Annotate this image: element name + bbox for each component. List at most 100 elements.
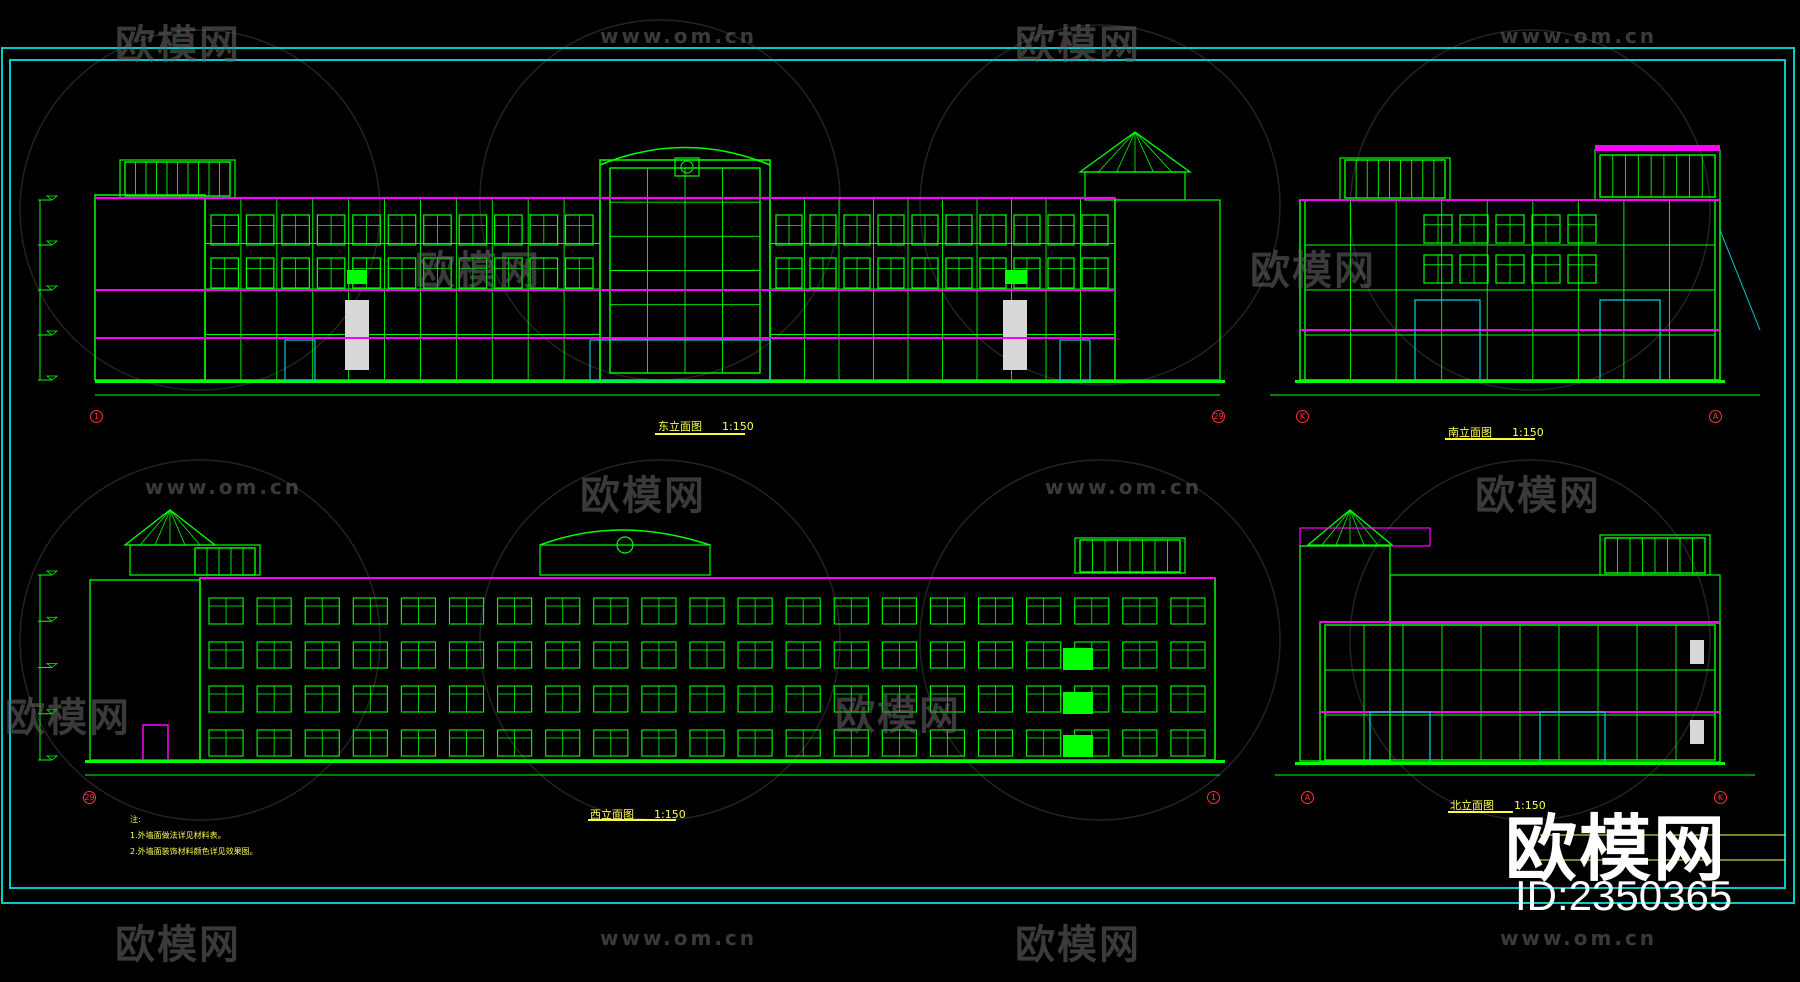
pyramid-roof	[1098, 131, 1136, 173]
axis-marker: 29	[83, 791, 96, 804]
glass-entrance	[1539, 711, 1606, 763]
panel	[1063, 692, 1093, 714]
watermark-url: www.om.cn	[600, 24, 758, 48]
level-mark	[45, 616, 59, 622]
level-mark	[45, 240, 59, 246]
side-block	[1114, 199, 1221, 381]
note-item: 1.外墙面做法详见材料表。	[130, 831, 226, 840]
level-mark	[45, 285, 59, 291]
title-underline	[1448, 811, 1513, 813]
roof-cap	[1595, 145, 1720, 151]
axis-marker: A	[1301, 791, 1314, 804]
pyramid-roof	[154, 509, 171, 546]
pyramid-roof	[124, 509, 171, 546]
pyramid-roof	[1079, 131, 1136, 173]
panel	[347, 270, 367, 284]
ground-line	[1295, 380, 1725, 383]
ground-line	[85, 760, 1225, 763]
axis-marker: 29	[1212, 410, 1225, 423]
watermark-ring	[919, 459, 1281, 821]
glass-entrance	[589, 339, 771, 381]
glass-door	[284, 339, 316, 381]
watermark-ring	[1349, 29, 1711, 391]
pyramid-roof	[1116, 131, 1136, 173]
model-id: ID:2350365	[1515, 872, 1733, 919]
glass-door	[1059, 339, 1091, 381]
axis-marker: 1	[90, 410, 103, 423]
canopy	[1719, 229, 1761, 331]
roof-parapet	[539, 544, 711, 576]
axis-marker: 1	[1207, 791, 1220, 804]
clock	[616, 536, 634, 554]
roof-pavilion	[1074, 537, 1186, 574]
roof-louver	[1344, 159, 1446, 199]
panel	[1005, 270, 1027, 284]
pyramid-roof	[1134, 131, 1172, 173]
panel	[1063, 735, 1093, 757]
stair-block	[94, 194, 206, 381]
watermark-logo: 欧模网	[1015, 22, 1141, 68]
watermark-logo: 欧模网	[415, 248, 541, 294]
door	[142, 724, 169, 761]
level-mark	[45, 663, 59, 669]
watermark-logo: 欧模网	[115, 922, 241, 968]
watermark-logo: 欧模网	[1250, 248, 1376, 294]
panel	[1690, 640, 1704, 664]
notes-heading: 注:	[130, 815, 141, 824]
watermark-logo: 欧模网	[835, 693, 961, 739]
roof-pavilion	[1594, 149, 1721, 201]
upper-floor	[1389, 574, 1721, 624]
roof-louver	[194, 547, 256, 576]
pyramid-roof	[169, 509, 201, 546]
level-mark	[45, 375, 59, 381]
watermark-logo: 欧模网	[115, 22, 241, 68]
watermark-url: www.om.cn	[145, 475, 303, 499]
drawing-notes: 注: 1.外墙面做法详见材料表。 2.外墙面装饰材料颜色详见效果图。	[130, 812, 258, 860]
title-underline	[1445, 438, 1535, 440]
arched-roof	[539, 529, 711, 546]
ground-line	[1295, 762, 1725, 765]
clock	[680, 160, 694, 174]
glass-entrance	[1599, 299, 1661, 381]
pyramid-roof	[1134, 131, 1191, 173]
sheet-border	[1, 47, 1795, 904]
roof-louver	[1599, 154, 1716, 198]
level-mark	[45, 195, 59, 201]
roof-band	[1299, 527, 1431, 547]
axis-marker: K	[1296, 410, 1309, 423]
note-item: 2.外墙面装饰材料颜色详见效果图。	[130, 847, 258, 856]
axis-marker: A	[1709, 410, 1722, 423]
stair-tower	[1299, 545, 1391, 762]
axis-marker: K	[1714, 791, 1727, 804]
level-mark	[45, 570, 59, 576]
watermark-logo: 欧模网	[1475, 473, 1601, 519]
panel	[1003, 300, 1027, 370]
watermark-url: www.om.cn	[600, 926, 758, 950]
watermark-url: www.om.cn	[1045, 475, 1203, 499]
watermark-ring	[919, 24, 1281, 386]
level-mark	[45, 709, 59, 715]
clock	[674, 157, 700, 177]
glass-entrance	[1414, 299, 1481, 381]
watermark-ring	[1349, 459, 1711, 821]
pavilion	[1084, 171, 1186, 201]
title-underline	[655, 433, 745, 435]
panel	[1690, 720, 1704, 744]
watermark-url: www.om.cn	[1500, 24, 1658, 48]
pyramid-roof	[139, 509, 171, 546]
watermark-logo: 欧模网	[5, 695, 131, 741]
watermark-logo: 欧模网	[1015, 922, 1141, 968]
arched-roof	[599, 146, 771, 166]
panel	[345, 300, 369, 370]
watermark-url: www.om.cn	[1500, 926, 1658, 950]
brand-logo: 欧模网	[1505, 807, 1728, 891]
ground-line	[95, 380, 1225, 383]
level-mark	[45, 755, 59, 761]
watermark-ring	[479, 19, 841, 381]
watermark-logo: 欧模网	[580, 473, 706, 519]
pyramid-roof	[169, 509, 186, 546]
